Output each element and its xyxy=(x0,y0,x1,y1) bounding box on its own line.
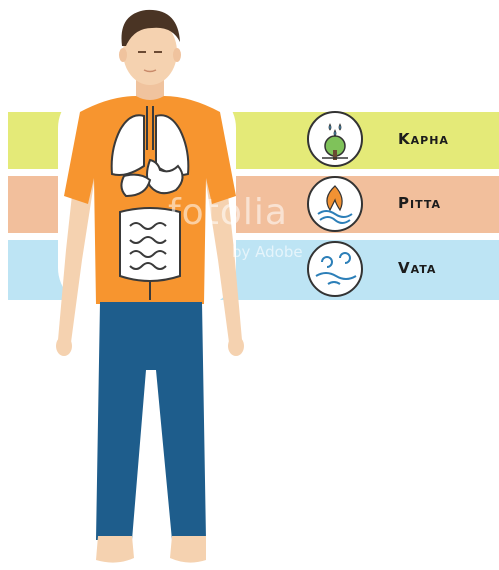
vata-label: Vata xyxy=(398,259,436,277)
pitta-icon-circle xyxy=(308,177,362,231)
large-intestine xyxy=(120,208,180,281)
vata-icon-circle xyxy=(308,242,362,296)
kapha-label: Kapha xyxy=(398,130,449,148)
kapha-icon-circle xyxy=(308,112,362,166)
head xyxy=(119,10,181,85)
pitta-label: Pitta xyxy=(398,194,441,212)
